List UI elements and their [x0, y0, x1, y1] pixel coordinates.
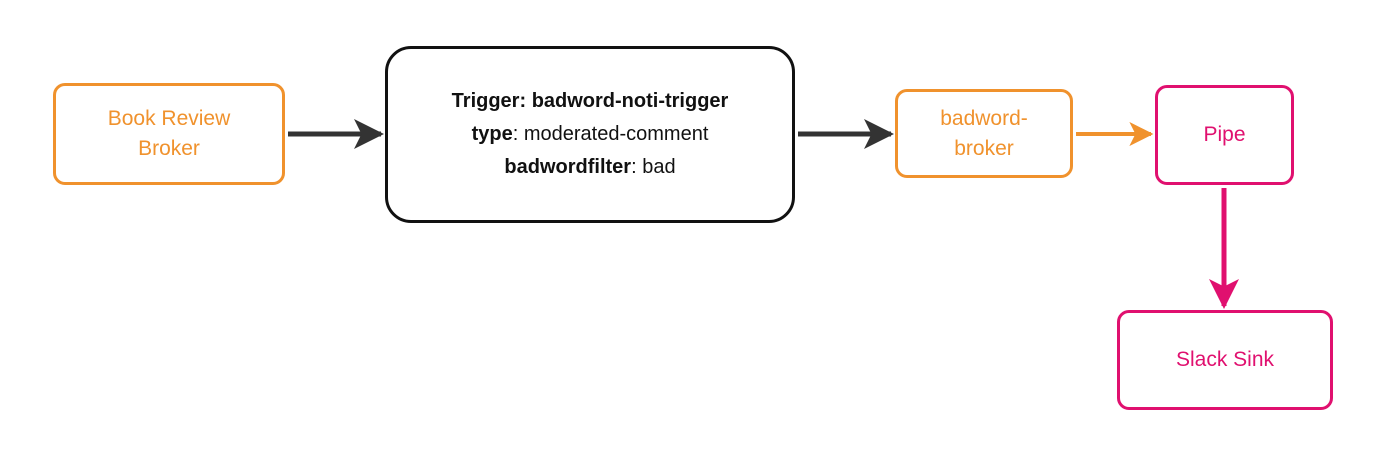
trigger-name-value: badword-noti-trigger [531, 90, 729, 112]
trigger-line-badwordfilter: badwordfilter: bad [452, 151, 729, 184]
trigger-line-name: Trigger: badword-noti-trigger [452, 85, 729, 118]
node-trigger[interactable]: Trigger: badword-noti-trigger type: mode… [385, 46, 795, 223]
trigger-type-separator: : [512, 123, 524, 145]
trigger-text-block: Trigger: badword-noti-trigger type: mode… [452, 85, 729, 184]
node-slack-sink[interactable]: Slack Sink [1117, 310, 1333, 410]
node-badword-broker-label: badword- broker [940, 106, 1028, 160]
trigger-badwordfilter-key: badwordfilter [504, 156, 632, 178]
trigger-name-key: Trigger: [451, 90, 527, 112]
node-book-review-broker[interactable]: Book Review Broker [53, 83, 285, 185]
trigger-type-value: moderated-comment [523, 123, 709, 145]
node-badword-broker[interactable]: badword- broker [895, 89, 1073, 178]
node-book-review-broker-label: Book Review Broker [107, 107, 231, 160]
node-slack-sink-label: Slack Sink [1175, 348, 1275, 371]
node-pipe-label: Pipe [1203, 123, 1246, 146]
trigger-type-key: type [471, 123, 513, 145]
node-pipe[interactable]: Pipe [1155, 85, 1294, 185]
trigger-badwordfilter-separator: : [631, 156, 643, 178]
trigger-badwordfilter-value: bad [642, 156, 676, 178]
trigger-line-type: type: moderated-comment [452, 118, 729, 151]
